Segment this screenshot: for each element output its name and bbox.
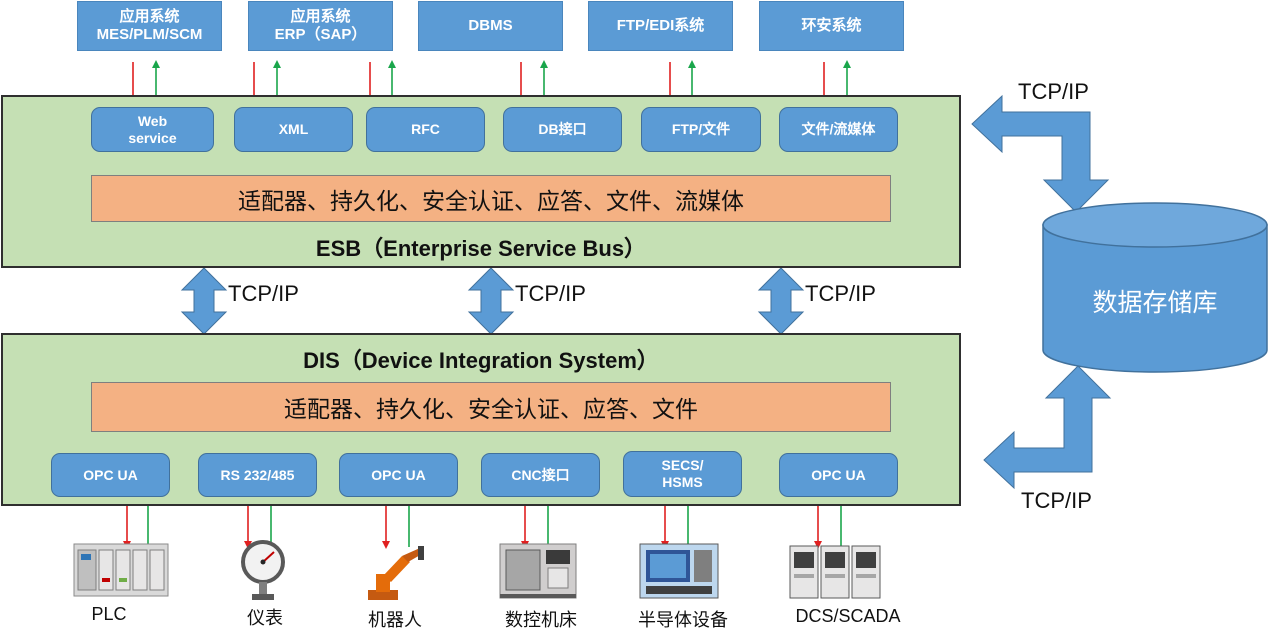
device-label-plc: PLC <box>91 604 127 624</box>
interface-line1: XML <box>278 121 309 137</box>
database-label: 数据存储库 <box>1092 289 1218 317</box>
esb-interface-ftp-file: FTP/文件 <box>641 107 761 152</box>
system-erp-sap: 应用系统 ERP（SAP） <box>248 1 393 51</box>
tcp-label-esb-db: TCP/IP <box>1018 79 1089 104</box>
double-arrow-esb-dis-2 <box>467 267 515 335</box>
system-ehs: 环安系统 <box>759 1 904 51</box>
device-label-cnc: 数控机床 <box>505 610 577 630</box>
bent-arrow-dis-db <box>983 365 1112 490</box>
esb-interface-xml: XML <box>234 107 353 152</box>
system-line1: 应用系统 <box>290 8 351 25</box>
tcp-label-3: TCP/IP <box>805 281 876 306</box>
system-line2: MES/PLM/SCM <box>96 26 203 43</box>
dis-interface-opc-ua-1: OPC UA <box>51 453 170 497</box>
esb-title: ESB（Enterprise Service Bus） <box>315 236 647 261</box>
dis-interface-opc-ua-3: OPC UA <box>779 453 898 497</box>
interface-line1: 文件/流媒体 <box>801 121 876 137</box>
interface-line1: SECS/ <box>661 457 704 473</box>
system-dbms: DBMS <box>418 1 563 51</box>
system-line1: 应用系统 <box>119 8 180 25</box>
database-cylinder <box>1042 202 1268 373</box>
semiconductor-equipment-icon <box>639 543 719 599</box>
interface-line1: CNC接口 <box>511 466 570 483</box>
interface-line2: service <box>128 129 177 146</box>
double-arrow-esb-dis-1 <box>180 267 228 335</box>
tcp-label-dis-db: TCP/IP <box>1021 488 1092 513</box>
esb-interface-file-streaming: 文件/流媒体 <box>779 107 898 152</box>
tcp-label-1: TCP/IP <box>228 281 299 306</box>
device-label-robot: 机器人 <box>368 610 422 630</box>
device-label-semiconductor: 半导体设备 <box>638 610 728 630</box>
dcs-cabinet-icon <box>789 545 881 599</box>
system-line2: ERP（SAP） <box>274 26 367 43</box>
dis-interface-opc-ua-2: OPC UA <box>339 453 458 497</box>
esb-interface-web-service: Web service <box>91 107 214 152</box>
system-mes-plm-scm: 应用系统 MES/PLM/SCM <box>77 1 222 51</box>
dis-interface-secs-hsms: SECS/ HSMS <box>623 451 742 497</box>
esb-adapter-band: 适配器、持久化、安全认证、应答、文件、流媒体 <box>91 175 891 222</box>
plc-icon <box>73 543 169 597</box>
tcp-label-2: TCP/IP <box>515 281 586 306</box>
cnc-machine-icon <box>499 543 577 599</box>
esb-interface-db: DB接口 <box>503 107 622 152</box>
system-line1: FTP/EDI系统 <box>616 17 705 34</box>
interface-line1: OPC UA <box>371 466 426 483</box>
device-connectors <box>123 498 845 549</box>
dis-adapter-band: 适配器、持久化、安全认证、应答、文件 <box>91 382 891 432</box>
interface-line1: DB接口 <box>538 121 587 137</box>
dis-title: DIS（Device Integration System） <box>303 348 659 373</box>
robot-arm-icon <box>368 546 424 600</box>
interface-line1: OPC UA <box>83 466 138 483</box>
dis-interface-cnc: CNC接口 <box>481 453 600 497</box>
system-ftp-edi: FTP/EDI系统 <box>588 1 733 51</box>
interface-line1: RFC <box>411 121 440 137</box>
interface-line1: FTP/文件 <box>671 121 731 137</box>
gauge-icon <box>241 540 285 600</box>
device-label-gauge: 仪表 <box>247 608 283 628</box>
system-line1: DBMS <box>468 17 513 34</box>
interface-line2: HSMS <box>662 474 703 490</box>
esb-interface-rfc: RFC <box>366 107 485 152</box>
bent-arrow-esb-db <box>971 94 1110 213</box>
system-line1: 环安系统 <box>801 17 862 34</box>
dis-interface-rs232-485: RS 232/485 <box>198 453 317 497</box>
device-label-dcs-scada: DCS/SCADA <box>795 606 901 626</box>
interface-line1: Web <box>137 112 168 129</box>
interface-line1: OPC UA <box>811 466 866 483</box>
double-arrow-esb-dis-3 <box>757 267 805 335</box>
interface-line1: RS 232/485 <box>220 466 295 483</box>
